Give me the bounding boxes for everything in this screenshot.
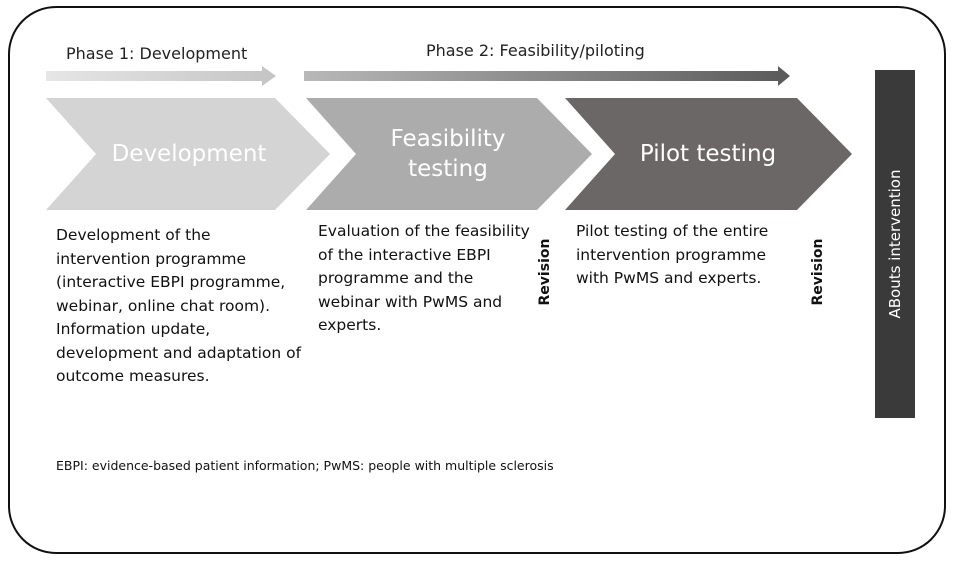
stage-title-pilot: Pilot testing bbox=[639, 141, 777, 167]
phase-1-arrow bbox=[46, 66, 276, 86]
stage-description-feasibility: Evaluation of the feasibility of the int… bbox=[318, 222, 530, 334]
chevron-feasibility bbox=[306, 98, 592, 210]
chevron-pilot bbox=[565, 98, 852, 210]
stage-title-development: Development bbox=[111, 141, 267, 167]
stage-title-feasibility-line2: testing bbox=[408, 156, 488, 182]
outer-frame bbox=[8, 6, 946, 554]
stage-description-pilot: Pilot testing of the entire intervention… bbox=[576, 222, 769, 287]
phase-2-label: Phase 2: Feasibility/piloting bbox=[426, 41, 645, 60]
stage-description-development: Development of the intervention programm… bbox=[56, 226, 302, 385]
stage-title-feasibility-line1: Feasibility bbox=[390, 126, 506, 152]
revision-label-2: Revision bbox=[810, 238, 826, 306]
footnote: EBPI: evidence-based patient information… bbox=[56, 458, 554, 473]
phase-1-label: Phase 1: Development bbox=[66, 44, 248, 63]
chevron-development bbox=[46, 98, 330, 210]
side-bar: ABouts intervention bbox=[875, 70, 915, 418]
phase-2-arrow bbox=[304, 66, 790, 86]
revision-label-1: Revision bbox=[537, 238, 553, 306]
side-bar-label: ABouts intervention bbox=[886, 169, 904, 319]
